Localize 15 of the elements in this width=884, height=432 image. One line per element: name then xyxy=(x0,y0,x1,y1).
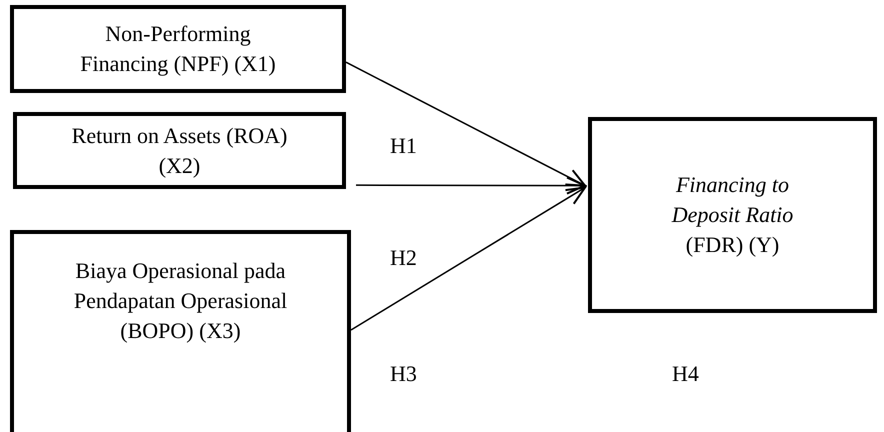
variable-label: Return on Assets (ROA) (X2) xyxy=(70,122,288,180)
variable-box xyxy=(10,230,351,432)
arrow xyxy=(356,176,586,195)
variable-label: Non-Performing Financing (NPF) (X1) xyxy=(79,20,277,78)
hypothesis-label: H1 xyxy=(390,132,417,160)
variable-label: Financing to Deposit Ratio (FDR) (Y) xyxy=(670,171,794,259)
hypothesis-label: H3 xyxy=(390,360,417,388)
variable-box xyxy=(588,117,877,313)
variable-label: Biaya Operasional pada Pendapatan Operasional (BOPO) (X3) xyxy=(72,257,288,345)
arrow xyxy=(350,186,586,331)
variable-box xyxy=(13,112,346,189)
variable-box xyxy=(10,5,346,93)
hypothesis-label: H4 xyxy=(672,360,699,388)
arrow xyxy=(346,62,586,187)
hypothesis-label: H2 xyxy=(390,244,417,272)
